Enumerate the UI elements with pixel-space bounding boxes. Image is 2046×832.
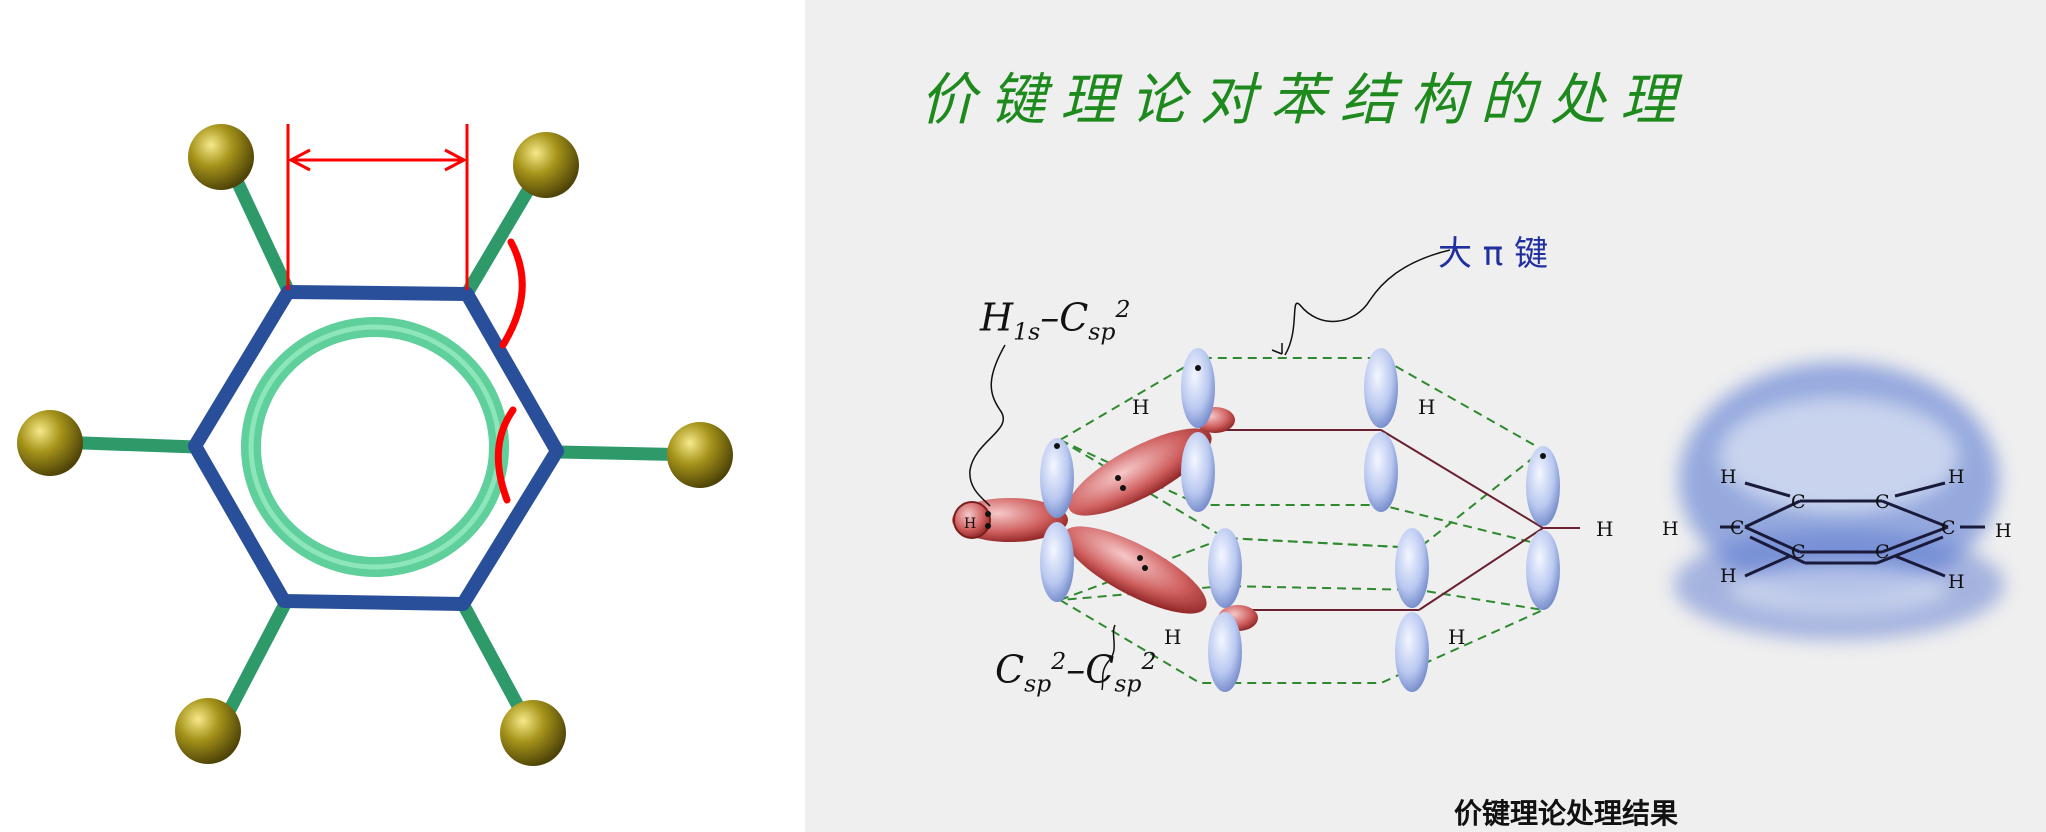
carbon-hexagon-ring bbox=[188, 285, 564, 611]
svg-text:C: C bbox=[1730, 517, 1745, 539]
svg-text:H: H bbox=[1720, 565, 1737, 587]
svg-text:C: C bbox=[1791, 541, 1806, 563]
ch-bonds bbox=[49, 140, 707, 737]
svg-text:H: H bbox=[1418, 395, 1435, 419]
svg-text:H: H bbox=[1132, 395, 1149, 419]
pi-bond-label: 大 π 键 bbox=[1438, 234, 1549, 274]
svg-text:C: C bbox=[1791, 491, 1806, 513]
orbital-h-labels: H H H H H H bbox=[964, 395, 1613, 649]
pi-electron-cloud: H H H H H H C C C C C C bbox=[1662, 362, 2012, 640]
p-orbitals bbox=[1040, 348, 1560, 692]
svg-text:C: C bbox=[1875, 541, 1890, 563]
h1s-csp2-label: H1s–Csp2 bbox=[980, 295, 1131, 346]
svg-text:H: H bbox=[964, 516, 976, 532]
sp2-sigma-lobes bbox=[952, 407, 1258, 631]
bond-angle-arcs bbox=[494, 238, 526, 504]
hydrogen-atoms bbox=[17, 124, 733, 766]
bond-length-marker bbox=[286, 124, 469, 290]
svg-text:H: H bbox=[1995, 520, 2012, 542]
svg-text:H: H bbox=[1596, 517, 1613, 541]
svg-text:H: H bbox=[1662, 518, 1679, 540]
benzene-ball-stick-model bbox=[17, 124, 733, 766]
result-caption: 价键理论处理结果 bbox=[1454, 797, 1679, 830]
svg-text:C: C bbox=[1941, 517, 1956, 539]
svg-text:H: H bbox=[1164, 625, 1181, 649]
svg-text:H: H bbox=[1448, 625, 1465, 649]
leader-lines bbox=[969, 249, 1451, 691]
svg-text:H: H bbox=[1948, 466, 1965, 488]
svg-text:H: H bbox=[1720, 466, 1737, 488]
sigma-bond-lines bbox=[1200, 429, 1580, 611]
benzene-model-panel bbox=[0, 0, 805, 832]
benzene-orbital-diagram: H H H H H H bbox=[952, 249, 2012, 692]
svg-text:C: C bbox=[1875, 491, 1890, 513]
csp2-csp2-label: Csp2–Csp2 bbox=[995, 647, 1157, 698]
page-title: 价键理论对苯结构的处理 bbox=[920, 68, 1690, 133]
svg-text:H: H bbox=[1948, 571, 1965, 593]
